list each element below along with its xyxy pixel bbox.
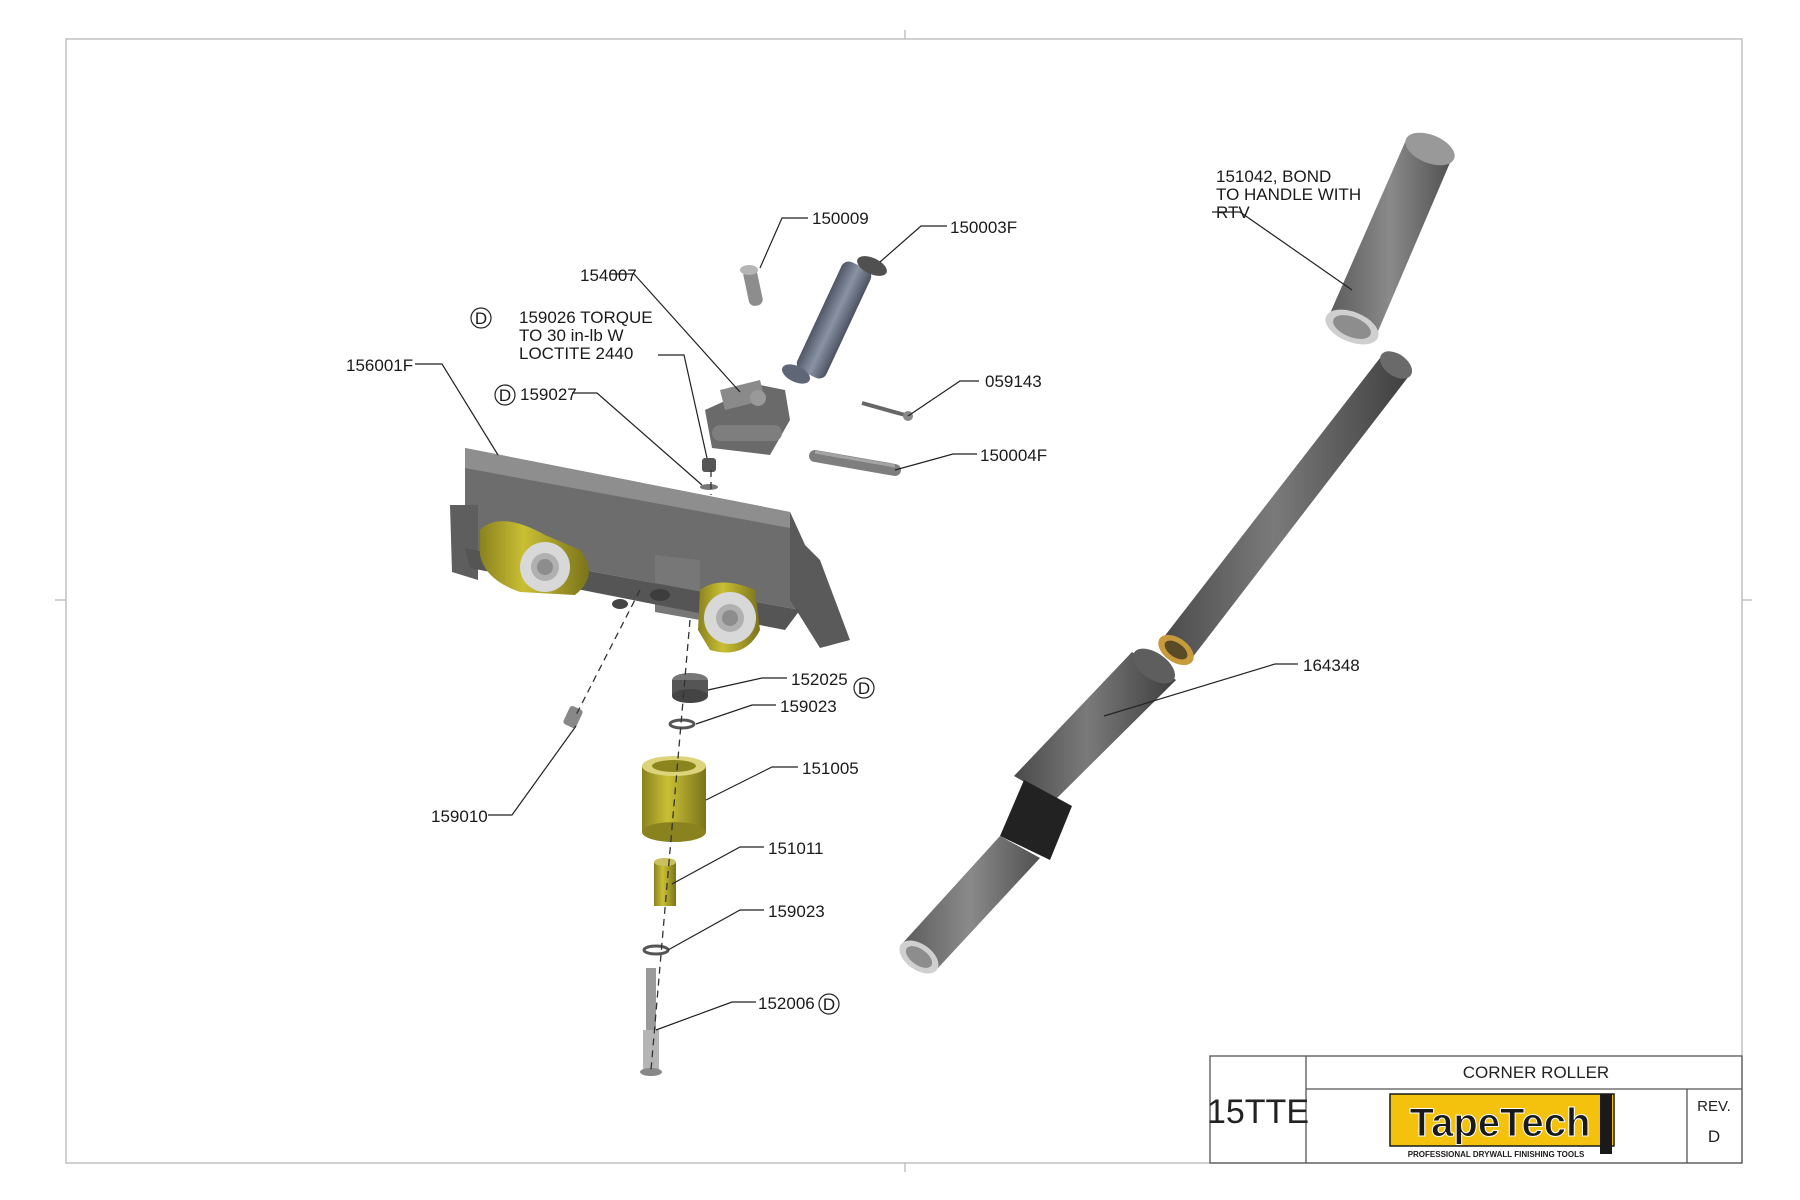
- callout-159010: 159010: [431, 807, 488, 826]
- part-151042-tube: [1325, 132, 1455, 345]
- rev-marker-159026: D: [470, 307, 492, 329]
- svg-text:D: D: [823, 995, 835, 1014]
- svg-text:D: D: [499, 386, 511, 405]
- callout-150003F: 150003F: [950, 218, 1017, 237]
- rev-label: REV.: [1697, 1098, 1731, 1115]
- part-150009: [740, 265, 763, 306]
- leader-lines: [415, 211, 1353, 1031]
- callout-159023-upper: 159023: [780, 697, 837, 716]
- title-block: 15TTE CORNER ROLLER REV. D TapeTech PROF…: [1207, 1055, 1743, 1164]
- callout-151042-line1: 151042, BOND: [1216, 167, 1331, 186]
- assembly-axis-vertical: [650, 619, 691, 1071]
- roller-left: [480, 521, 589, 595]
- logo-wordmark: TapeTech: [1410, 1101, 1591, 1145]
- rev-value: D: [1708, 1127, 1720, 1146]
- callout-152025: 152025: [791, 670, 848, 689]
- svg-text:D: D: [858, 679, 870, 698]
- part-059143: [861, 401, 913, 421]
- part-150003F: [781, 256, 887, 384]
- part-159023-lower: [642, 944, 670, 956]
- callout-159026-line1: 159026 TORQUE: [519, 308, 653, 327]
- drawing-title: CORNER ROLLER: [1463, 1063, 1609, 1082]
- callout-labels: 150009 150003F 154007 159026 TORQUE TO 3…: [346, 167, 1361, 1013]
- part-151011: [654, 858, 676, 906]
- sheet-border: [65, 38, 1743, 1164]
- roller-right: [698, 582, 760, 653]
- callout-151042-line2: TO HANDLE WITH: [1216, 185, 1361, 204]
- rev-marker-152025: D: [853, 677, 875, 699]
- handle-tube-middle: [1158, 351, 1413, 666]
- part-154007: [705, 380, 790, 455]
- svg-text:D: D: [475, 309, 487, 328]
- part-159027: [700, 458, 718, 490]
- callout-154007: 154007: [580, 266, 637, 285]
- callout-152006: 152006: [758, 994, 815, 1013]
- logo-tagline: PROFESSIONAL DRYWALL FINISHING TOOLS: [1408, 1150, 1585, 1159]
- rev-marker-152006: D: [818, 993, 840, 1015]
- callout-151042-line3: RTV: [1216, 203, 1250, 222]
- callout-159023-lower: 159023: [768, 902, 825, 921]
- tapetech-logo: TapeTech PROFESSIONAL DRYWALL FINISHING …: [1389, 1093, 1615, 1159]
- callout-150009: 150009: [812, 209, 869, 228]
- part-151005: [642, 756, 706, 842]
- callout-150004F: 150004F: [980, 446, 1047, 465]
- callout-151011: 151011: [768, 839, 823, 858]
- part-159010: [563, 705, 583, 729]
- part-152025: [672, 673, 708, 703]
- part-150004F: [809, 450, 901, 476]
- assembly-axis-screw: [575, 589, 641, 716]
- callout-159026-line3: LOCTITE 2440: [519, 344, 633, 363]
- callout-164348: 164348: [1303, 656, 1360, 675]
- part-152006: [640, 968, 662, 1076]
- revision-markers: D D D D: [470, 307, 875, 1015]
- callout-159027: 159027: [520, 385, 577, 404]
- part-164348-tube: [899, 648, 1176, 974]
- callout-159026-line2: TO 30 in-lb W: [519, 326, 624, 345]
- callout-156001F: 156001F: [346, 356, 413, 375]
- part-159023-upper: [668, 718, 696, 730]
- rev-marker-159027: D: [494, 384, 516, 406]
- part-number: 15TTE: [1207, 1093, 1309, 1131]
- callout-151005: 151005: [802, 759, 859, 778]
- callout-059143: 059143: [985, 372, 1042, 391]
